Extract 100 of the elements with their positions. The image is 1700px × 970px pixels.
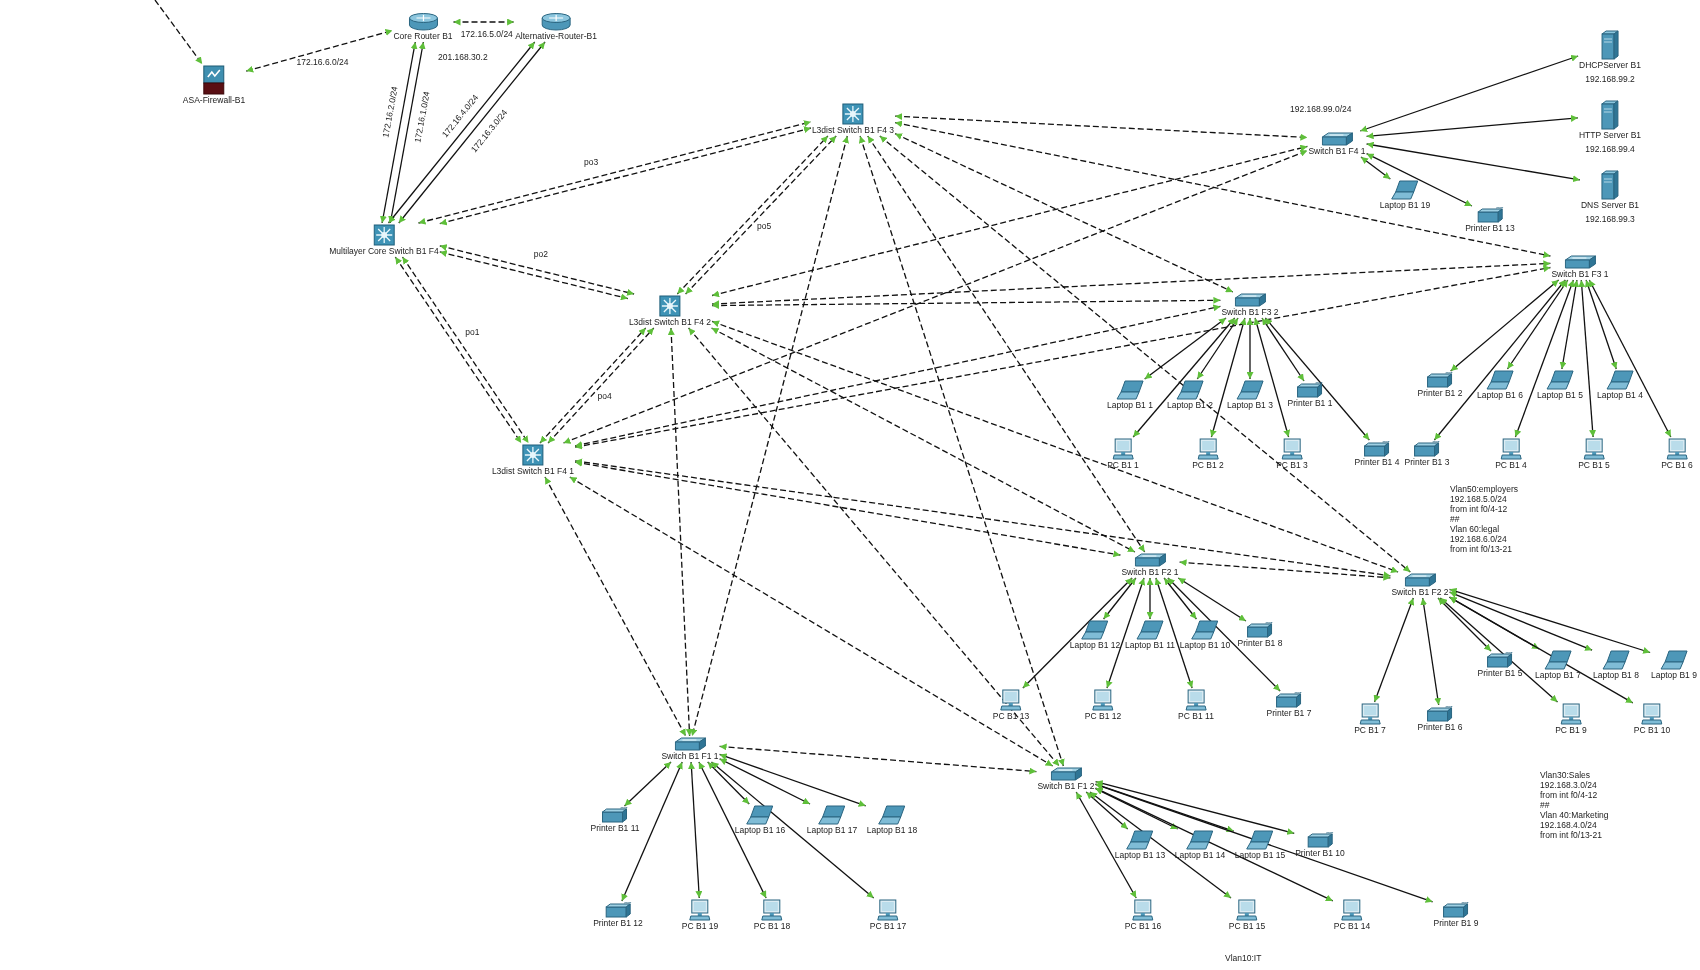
network-link (623, 761, 672, 807)
note-text: from int f0/13-21 (1450, 544, 1512, 554)
network-link (439, 250, 629, 301)
device-label: Laptop B1 3 (1227, 400, 1273, 410)
network-link (574, 304, 1222, 448)
network-link (1089, 791, 1232, 899)
device-label: Laptop B1 7 (1535, 670, 1581, 680)
edge-label: po4 (596, 391, 613, 402)
device-label: PC B1 19 (681, 921, 719, 931)
note-text: from int f0/13-21 (1540, 830, 1602, 840)
device-label: PC B1 7 (1354, 725, 1386, 735)
network-link (1022, 577, 1133, 689)
network-link (1105, 577, 1146, 689)
device-label: PC B1 12 (1084, 711, 1122, 721)
network-link (867, 135, 1146, 553)
network-link (1246, 317, 1254, 380)
note-text: ## (1450, 514, 1460, 524)
network-link (1433, 279, 1566, 441)
network-link (154, 0, 203, 65)
network-link (569, 476, 1054, 767)
network-link (1094, 783, 1434, 903)
note-text: from int f0/4-12 (1540, 790, 1598, 800)
device-label: Printer B1 12 (593, 918, 643, 928)
device-label: Printer B1 7 (1266, 708, 1312, 718)
network-link (1437, 597, 1492, 652)
network-link (1209, 317, 1247, 438)
network-link (1359, 54, 1579, 133)
device-label: Printer B1 8 (1237, 638, 1283, 648)
device-label: DHCPServer B1 (1579, 60, 1641, 70)
network-link (1420, 597, 1442, 706)
network-link (1365, 141, 1581, 183)
device-label: PC B1 18 (753, 921, 791, 931)
device-label: PC B1 17 (869, 921, 907, 931)
network-link (1178, 559, 1392, 581)
device-label: Printer B1 2 (1417, 388, 1463, 398)
device-label: Laptop B1 17 (806, 825, 858, 835)
network-link (574, 458, 1392, 579)
note-text: 201.168.30.2 (438, 52, 488, 62)
device-label: Laptop B1 10 (1179, 640, 1231, 650)
device-label: HTTP Server B1 (1578, 130, 1642, 140)
network-link (1154, 577, 1194, 689)
device-label: Printer B1 3 (1404, 457, 1450, 467)
note-text: from int f0/4-12 (1450, 504, 1508, 514)
device-label: Laptop B1 6 (1477, 390, 1523, 400)
network-link (1094, 783, 1235, 833)
ip-address-label: 192.168.99.3 (1585, 214, 1635, 224)
note-text: Vlan50:employers (1450, 484, 1519, 494)
network-link (1559, 279, 1580, 370)
device-label: Printer B1 9 (1433, 918, 1479, 928)
device-label: L3dist Switch B1 F4 1 (491, 466, 575, 476)
network-link (858, 135, 1065, 767)
device-label: Laptop B1 19 (1379, 200, 1431, 210)
device-label: PC B1 3 (1276, 460, 1308, 470)
device-label: PC B1 10 (1633, 725, 1671, 735)
network-link (667, 327, 693, 737)
network-link (1146, 577, 1154, 620)
device-label: L3dist Switch B1 F4 3 (811, 125, 895, 135)
network-link (1261, 317, 1305, 382)
device-label: Switch B1 F4 1 (1308, 146, 1366, 156)
device-label: Laptop B1 5 (1537, 390, 1583, 400)
device-label: Laptop B1 2 (1167, 400, 1213, 410)
network-link (718, 758, 811, 805)
device-label: Laptop B1 15 (1234, 850, 1286, 860)
network-link (1196, 317, 1239, 380)
ip-address-label: 192.168.99.2 (1585, 74, 1635, 84)
note-text: Vlan30:Sales (1540, 770, 1591, 780)
device-label: Switch B1 F3 2 (1221, 307, 1279, 317)
device-label: ASA-Firewall-B1 (182, 95, 246, 105)
device-label: Laptop B1 13 (1114, 850, 1166, 860)
network-link (1253, 317, 1291, 438)
network-link (707, 761, 750, 805)
network-link (1177, 577, 1247, 622)
network-link (1360, 156, 1391, 180)
device-label: Laptop B1 12 (1069, 640, 1121, 650)
network-link (1439, 597, 1559, 703)
network-link (1514, 279, 1575, 438)
edge-label: 172.16.6.0/24 (295, 57, 350, 68)
network-link (1094, 780, 1295, 835)
device-label: Printer B1 5 (1477, 668, 1523, 678)
device-label: PC B1 14 (1333, 921, 1371, 931)
device-label: Printer B1 10 (1295, 848, 1345, 858)
device-label: Laptop B1 14 (1174, 850, 1226, 860)
device-label: PC B1 4 (1495, 460, 1527, 470)
edge-label: 172.16.5.0/24 (459, 29, 514, 39)
network-link (1264, 317, 1370, 441)
note-text: Vlan10:IT (1225, 953, 1262, 963)
network-link (1163, 577, 1198, 620)
edge-label: po2 (532, 249, 549, 260)
edge-label: po1 (464, 326, 481, 337)
device-label: Core Router B1 (393, 31, 453, 41)
network-link (698, 761, 767, 899)
network-link (1448, 591, 1593, 651)
device-label: Laptop B1 1 (1107, 400, 1153, 410)
network-link (1365, 114, 1579, 140)
network-link (1094, 787, 1334, 902)
device-label: PC B1 9 (1555, 725, 1587, 735)
device-label: Laptop B1 11 (1125, 640, 1175, 650)
network-link (1365, 153, 1473, 207)
device-label: Multilayer Core Switch B1 F4 (329, 246, 439, 256)
note-text: 192.168.4.0/24 (1540, 820, 1597, 830)
